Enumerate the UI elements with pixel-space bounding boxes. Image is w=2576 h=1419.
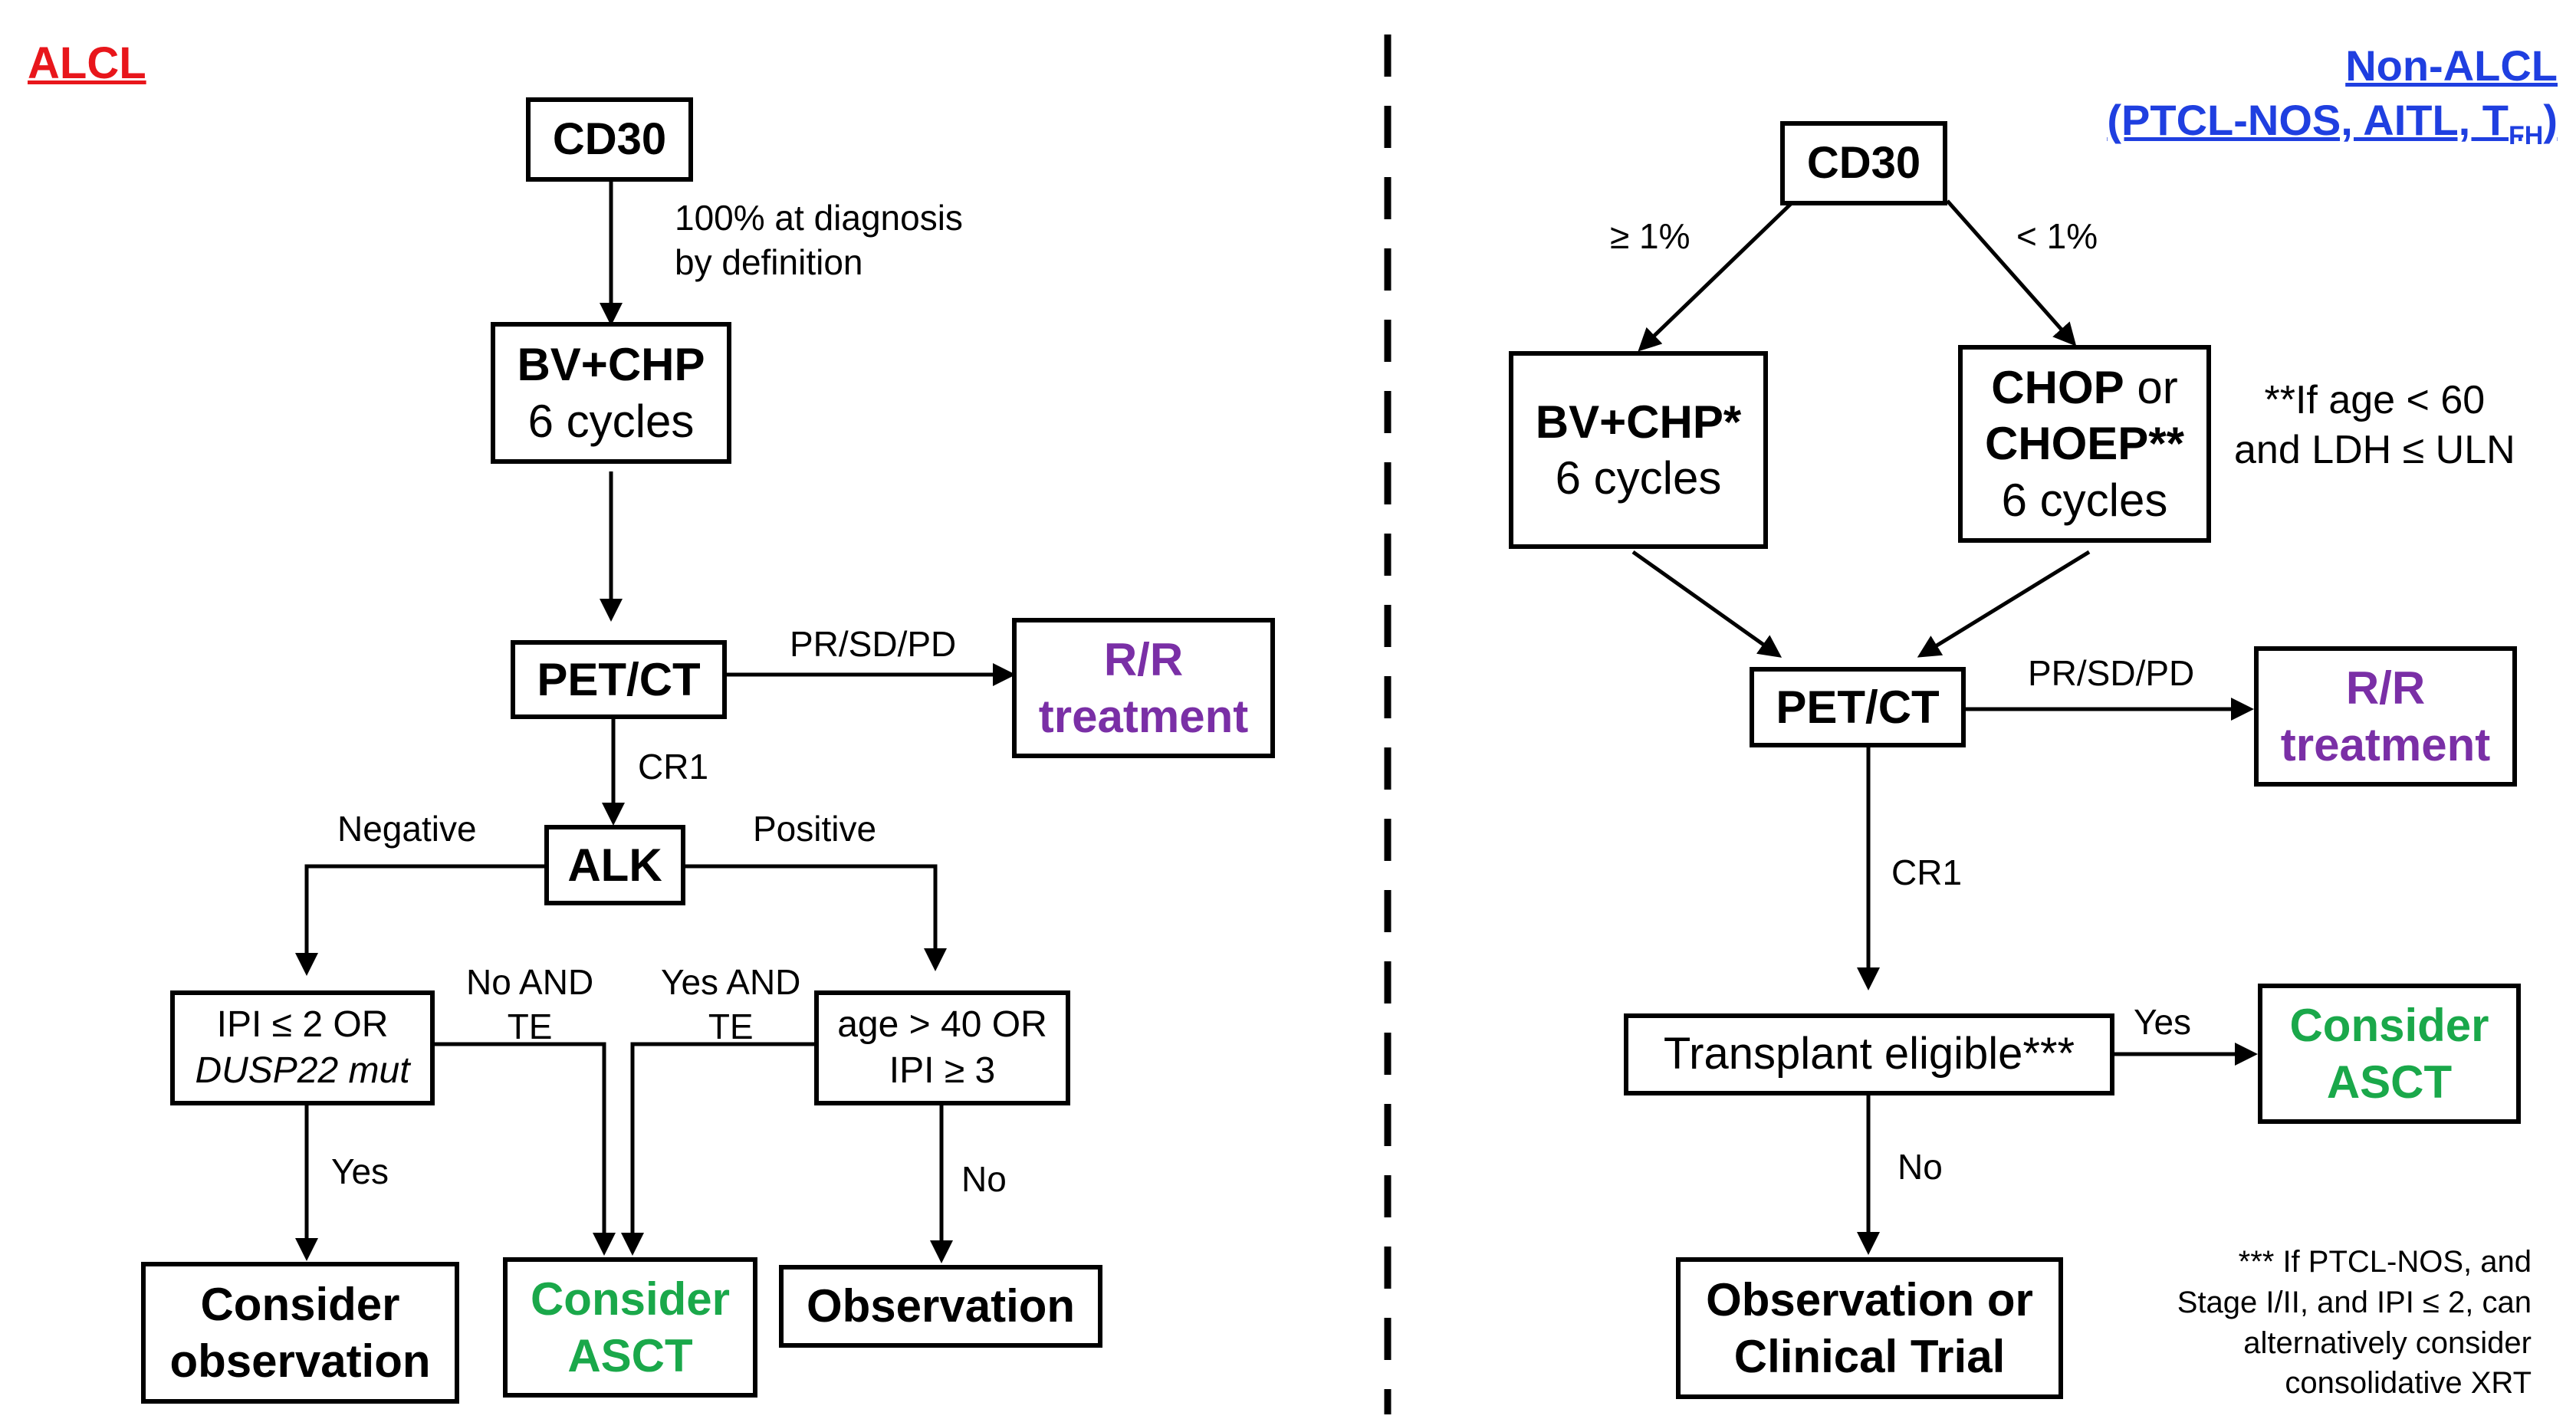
edge-bvchp-petct-r — [1631, 550, 1783, 658]
right-no-label: No — [1898, 1147, 1943, 1187]
right-footnote: *** If PTCL-NOS, and Stage I/II, and IPI… — [2177, 1245, 2532, 1401]
right-petct-box: PET/CT — [1750, 667, 1966, 747]
left-consider-asct-box: Consider ASCT — [503, 1257, 757, 1398]
left-yes-label: Yes — [331, 1151, 389, 1191]
left-age-box: age > 40 OR IPI ≥ 3 — [814, 990, 1070, 1105]
left-bvchp-line2: 6 cycles — [527, 395, 695, 447]
edge-alk-positive — [682, 864, 947, 971]
edge-ipi-asct — [429, 1042, 616, 1256]
left-consider-observation-box: Consider observation — [141, 1262, 459, 1404]
left-bvchp-box: BV+CHP 6 cycles — [491, 322, 731, 464]
left-rr-box: R/R treatment — [1012, 618, 1275, 758]
right-consider-asct-box: Consider ASCT — [2258, 984, 2521, 1124]
right-chop-box: CHOP or CHOEP** 6 cycles — [1958, 345, 2211, 543]
edge-cd30-chop — [1946, 199, 2077, 347]
edge-chop-petct — [1917, 550, 2091, 658]
right-lt1-label: < 1% — [2016, 216, 2098, 256]
right-transplant-box: Transplant eligible*** — [1624, 1013, 2114, 1095]
right-bvchp-box: BV+CHP* 6 cycles — [1509, 351, 1768, 549]
right-yes-label: Yes — [2134, 1002, 2192, 1042]
left-petct-box: PET/CT — [511, 640, 727, 719]
left-no-and-te: No AND TE — [466, 962, 594, 1046]
left-no-label: No — [961, 1159, 1007, 1199]
left-bvchp-line1: BV+CHP — [517, 339, 705, 391]
right-age-note: **If age < 60 and LDH ≤ ULN — [2234, 378, 2515, 472]
edge-cd30-bvchp-r — [1638, 199, 1796, 352]
right-obs-trial-box: Observation or Clinical Trial — [1676, 1257, 2063, 1399]
left-positive-label: Positive — [753, 809, 877, 849]
left-alk-box: ALK — [544, 825, 685, 905]
right-title: Non-ALCL (PTCL-NOS, AITL, TFH) — [2107, 41, 2558, 151]
left-title: ALCL — [28, 38, 146, 88]
edge-alk-negative — [295, 864, 546, 976]
left-yes-and-te: Yes AND TE — [661, 962, 801, 1046]
left-negative-label: Negative — [337, 809, 477, 849]
edge-age-asct — [621, 1042, 816, 1256]
left-observation-box: Observation — [779, 1265, 1102, 1348]
left-prsdpd-label: PR/SD/PD — [790, 624, 957, 664]
left-cd30-box: CD30 — [526, 97, 693, 182]
left-cd30-label: CD30 — [552, 113, 667, 164]
right-ge1-label: ≥ 1% — [1610, 216, 1691, 256]
left-cr1-label: CR1 — [638, 747, 709, 787]
left-ipi-box: IPI ≤ 2 OR DUSP22 mut — [170, 990, 435, 1105]
right-rr-box: R/R treatment — [2254, 646, 2517, 787]
right-cd30-box: CD30 — [1780, 121, 1947, 205]
right-prsdpd-label: PR/SD/PD — [2028, 653, 2195, 693]
left-cd30-note: 100% at diagnosis by definition — [675, 198, 963, 282]
right-cr1-label: CR1 — [1891, 852, 1963, 892]
